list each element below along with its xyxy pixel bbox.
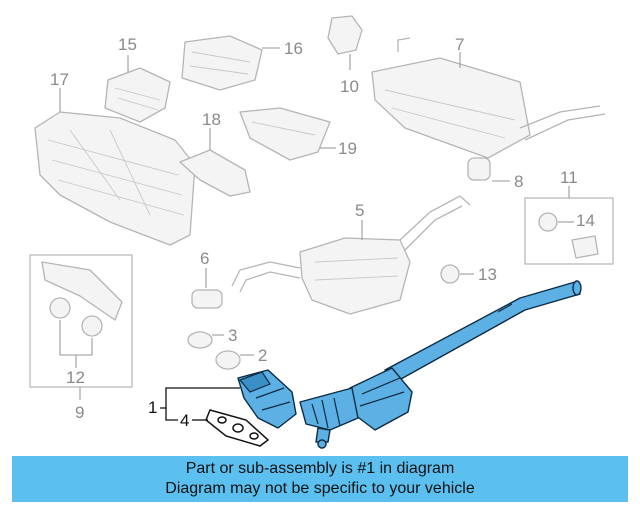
callout-6: 6 — [200, 249, 209, 268]
part-5-center-muffler: 5 — [231, 195, 471, 315]
part-11-mount-kit: 11 14 — [524, 168, 614, 265]
callout-2: 2 — [258, 346, 267, 365]
exhaust-parts-diagram: 17 15 16 10 7 18 19 — [29, 15, 614, 449]
part-10-bracket: 10 — [327, 15, 363, 96]
callout-7: 7 — [455, 35, 464, 54]
callout-4: 4 — [180, 411, 189, 430]
callout-19: 19 — [338, 139, 357, 158]
part-7-rear-muffler: 7 — [371, 35, 606, 159]
part-15-shield: 15 — [104, 35, 171, 123]
callout-5: 5 — [355, 201, 364, 220]
callout-8: 8 — [514, 172, 523, 191]
callout-11: 11 — [560, 168, 578, 187]
callout-1: 1 — [148, 398, 157, 417]
info-banner: Part or sub-assembly is #1 in diagram Di… — [12, 456, 628, 502]
callout-18: 18 — [202, 110, 221, 129]
part-13-hanger: 13 — [440, 264, 497, 284]
callout-16: 16 — [284, 39, 303, 58]
part-2-gasket: 2 — [215, 346, 267, 370]
part-6-clamp: 6 — [191, 249, 223, 309]
banner-line-2: Diagram may not be specific to your vehi… — [165, 480, 475, 497]
part-8-hanger: 8 — [467, 157, 523, 191]
callout-10: 10 — [340, 77, 359, 96]
callout-9: 9 — [75, 403, 84, 422]
callout-14: 14 — [576, 211, 595, 230]
part-18-bracket: 18 — [179, 110, 251, 197]
callout-3: 3 — [228, 326, 237, 345]
part-1-catalytic-converter — [237, 280, 582, 449]
part-9-mount-assembly: 12 9 — [29, 254, 133, 422]
part-3-gasket: 3 — [187, 326, 237, 349]
part-19-shield: 19 — [239, 107, 357, 161]
part-16-shield: 16 — [181, 35, 303, 91]
part-4-gasket: 4 — [180, 409, 270, 447]
banner-line-1: Part or sub-assembly is #1 in diagram — [185, 460, 455, 477]
callout-17: 17 — [50, 70, 69, 89]
callout-13: 13 — [478, 265, 497, 284]
callout-15: 15 — [118, 35, 137, 54]
callout-1-leader: 1 — [148, 387, 240, 421]
part-17-heat-shield: 17 — [34, 70, 196, 246]
callout-12: 12 — [66, 368, 85, 387]
